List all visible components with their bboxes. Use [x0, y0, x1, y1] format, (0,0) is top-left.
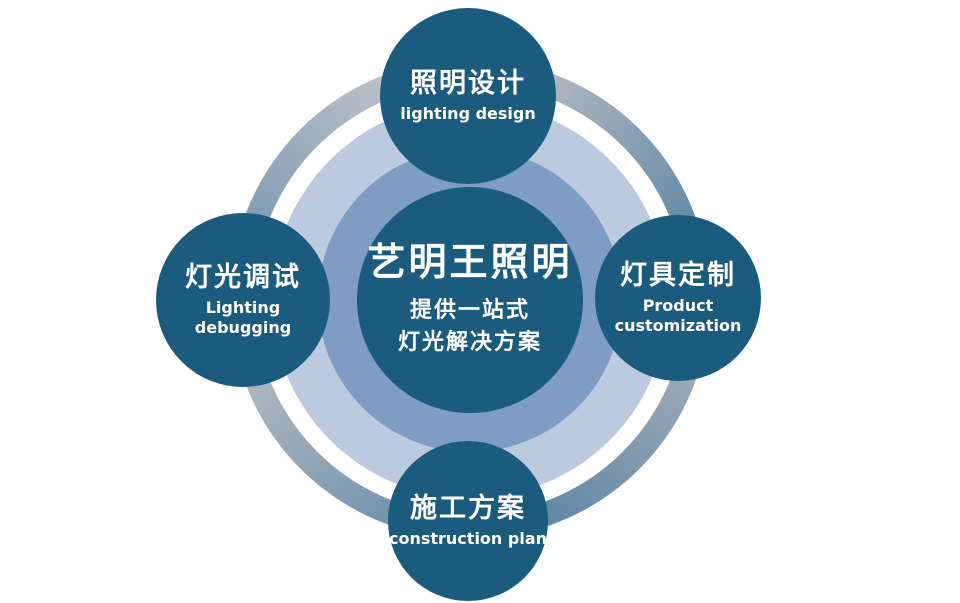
- node-right-label-zh: 灯具定制: [620, 259, 736, 291]
- node-top-label-zh: 照明设计: [410, 67, 526, 99]
- node-left-label-en: Lighting debugging: [194, 298, 292, 338]
- arc-bottom-left: [238, 354, 415, 531]
- node-construction-plan: 施工方案 construction plan: [388, 441, 548, 601]
- node-product-customization: 灯具定制 Product customization: [595, 215, 761, 381]
- node-lighting-debugging: 灯光调试 Lighting debugging: [156, 213, 330, 387]
- node-lighting-design: 照明设计 lighting design: [380, 8, 556, 184]
- center-hub: 艺明王照明 提供一站式 灯光解决方案: [357, 187, 583, 413]
- node-top-label-en: lighting design: [400, 104, 536, 124]
- node-bottom-label-zh: 施工方案: [410, 492, 526, 524]
- center-title: 艺明王照明: [367, 240, 573, 285]
- arc-bottom-right: [525, 354, 702, 531]
- node-left-label-zh: 灯光调试: [185, 261, 301, 293]
- node-right-label-en: Product customization: [614, 296, 742, 336]
- node-bottom-label-en: construction plan: [388, 529, 547, 549]
- arc-top-right: [525, 67, 702, 244]
- center-subtitle: 提供一站式 灯光解决方案: [397, 297, 542, 355]
